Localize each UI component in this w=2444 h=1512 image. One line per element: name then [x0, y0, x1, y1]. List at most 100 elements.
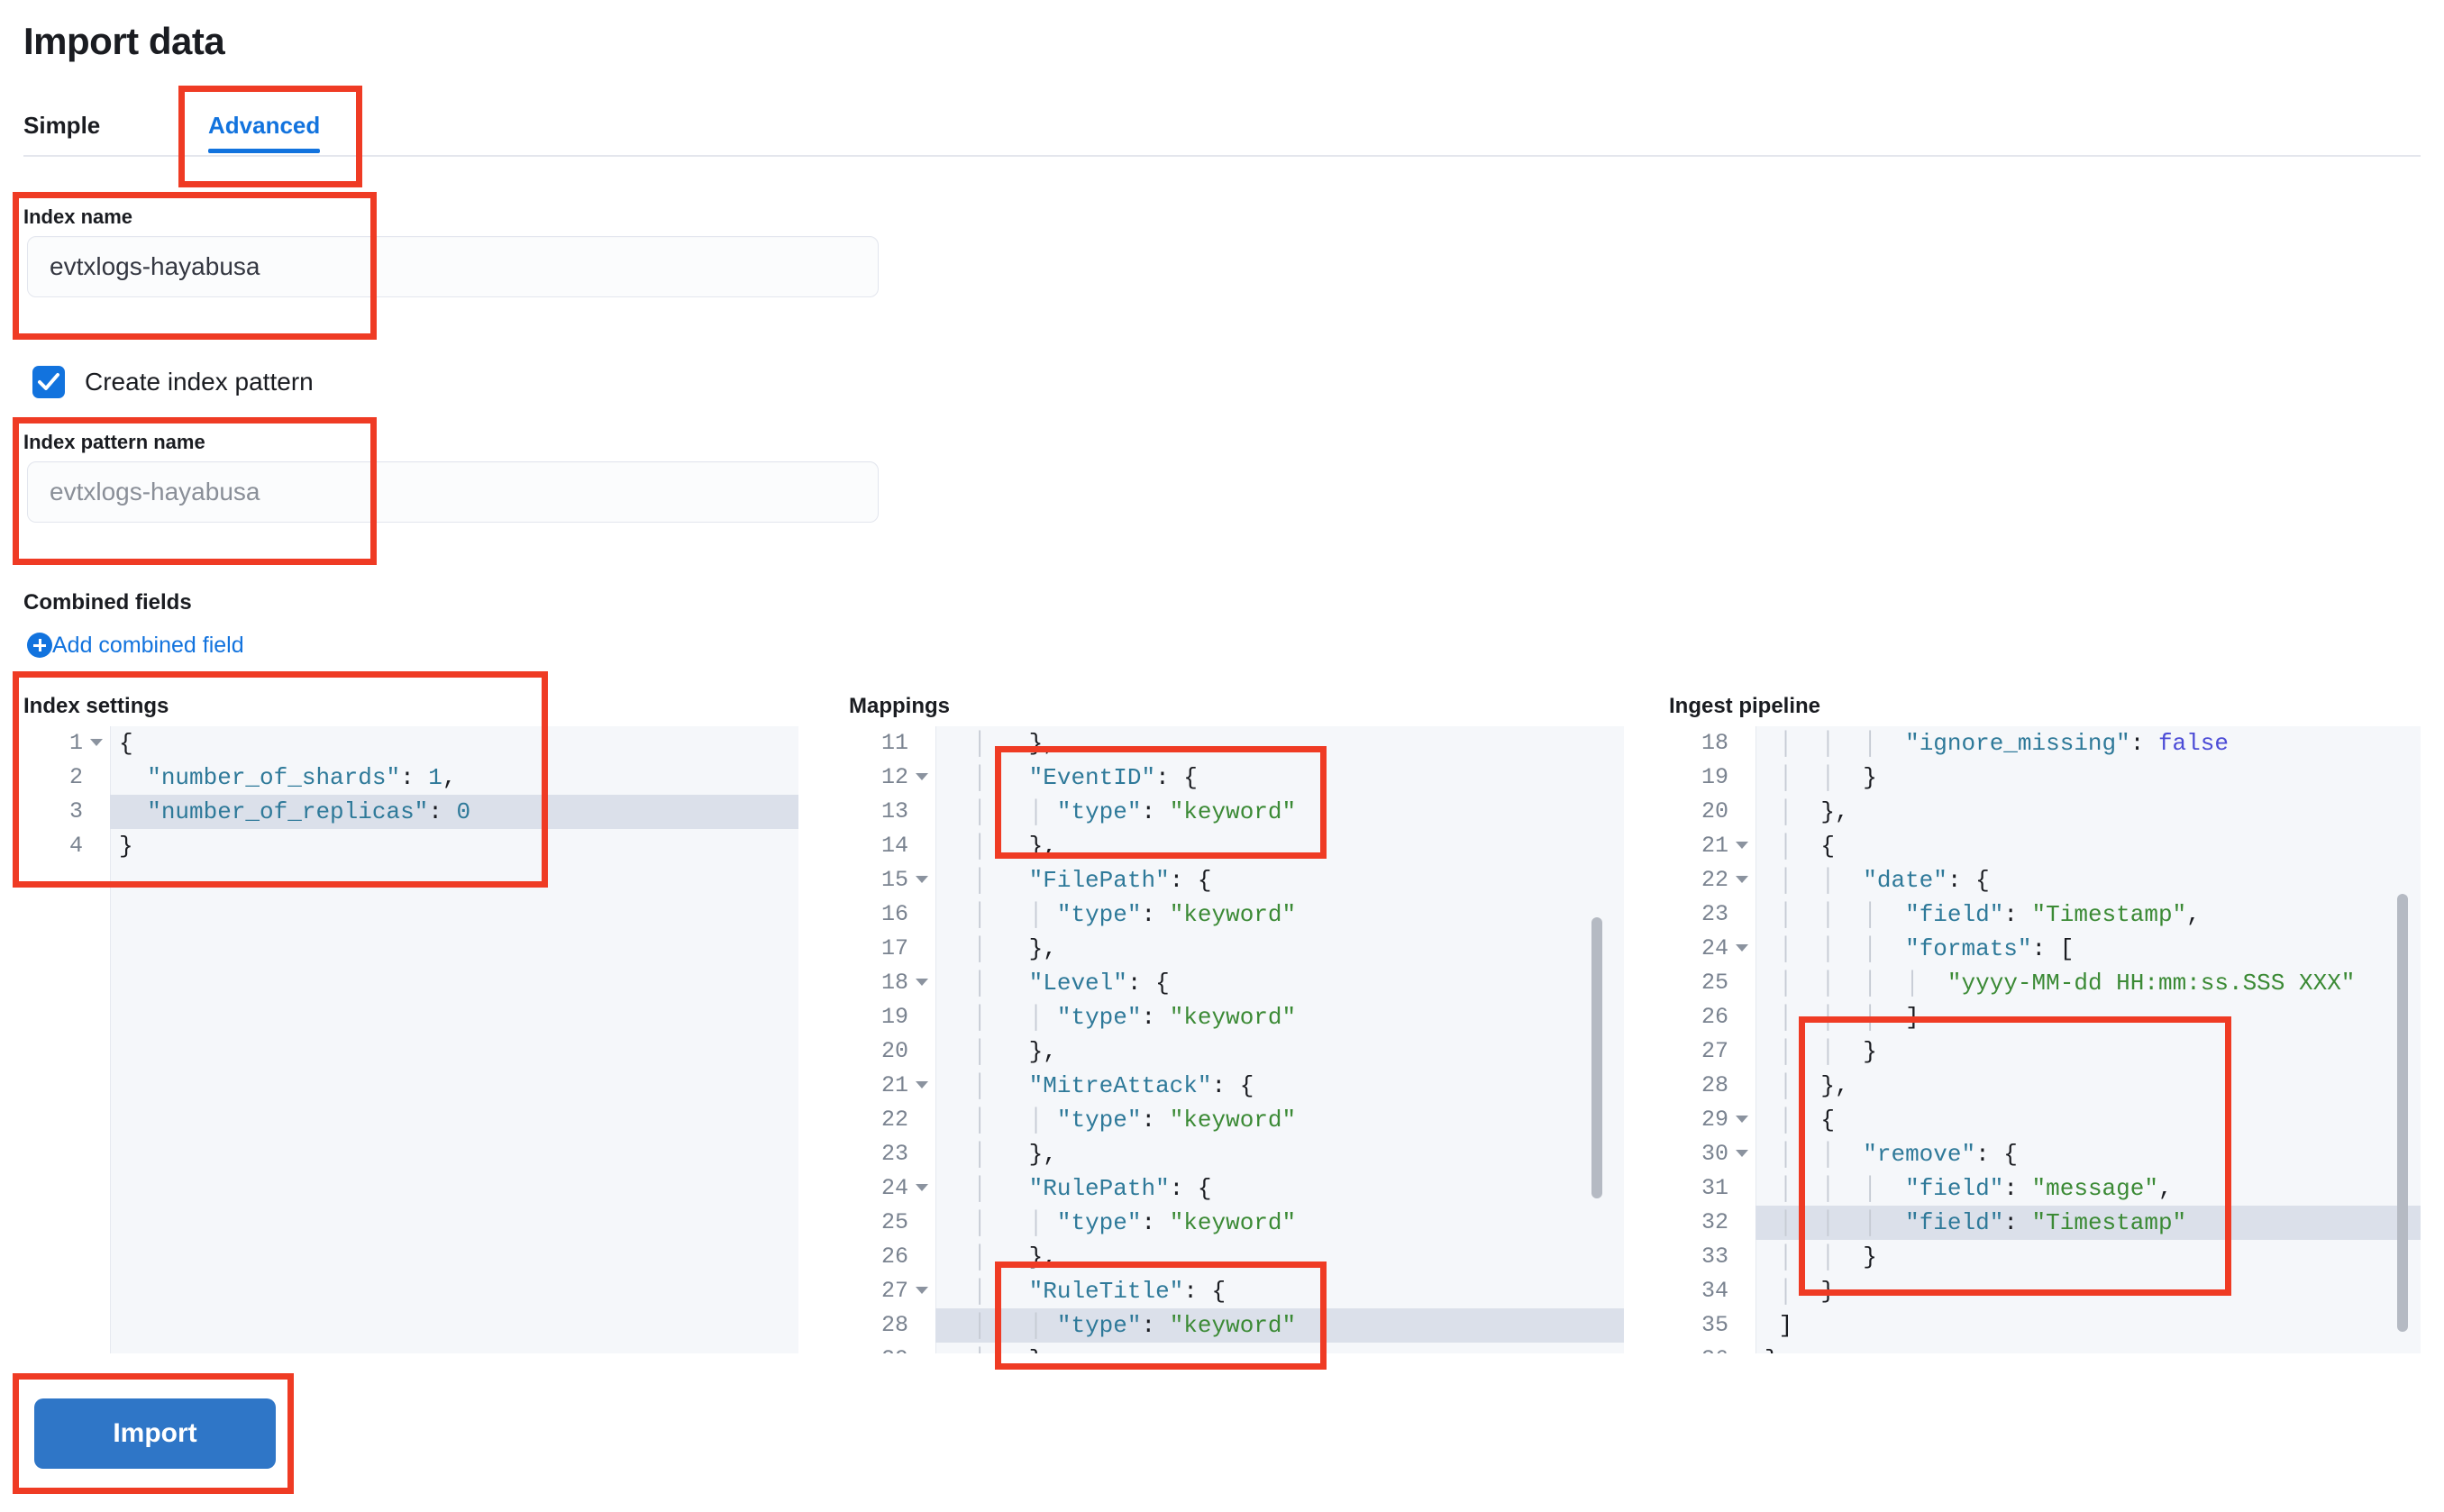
- line-number: 13: [880, 798, 908, 824]
- code-line: │ │ "type": "keyword": [972, 1107, 1297, 1134]
- chevron-down-icon[interactable]: [916, 1287, 928, 1294]
- create-index-pattern-checkbox[interactable]: [32, 366, 65, 398]
- index-settings-code[interactable]: { "number_of_shards": 1, "number_of_repl…: [110, 726, 798, 1353]
- line-number: 14: [880, 833, 908, 859]
- chevron-down-icon[interactable]: [916, 1184, 928, 1191]
- code-line: │ "Level": {: [972, 970, 1170, 997]
- line-number: 21: [1669, 829, 1755, 863]
- line-number: 20: [1701, 798, 1728, 824]
- line-number: 17: [880, 935, 908, 961]
- code-line: │ },: [972, 1038, 1057, 1065]
- code-line: }: [119, 833, 133, 860]
- code-line: │ │ }: [1778, 1038, 1877, 1065]
- chevron-down-icon[interactable]: [916, 773, 928, 780]
- line-number: 31: [1701, 1175, 1728, 1201]
- mappings-scrollbar[interactable]: [1591, 917, 1602, 1198]
- code-line: │ "FilePath": {: [972, 867, 1212, 894]
- line-number: 21: [849, 1069, 935, 1103]
- line-number: 15: [849, 863, 935, 897]
- line-number: 18: [849, 966, 935, 1000]
- code-line: │ },: [1778, 1072, 1849, 1099]
- line-number: 28: [1701, 1072, 1728, 1098]
- code-line: │ },: [972, 935, 1057, 962]
- code-line: │ │ "type": "keyword": [972, 1209, 1297, 1236]
- index-name-input[interactable]: evtxlogs-hayabusa: [27, 236, 879, 297]
- code-line: ]: [1778, 1312, 1793, 1339]
- line-number: 30: [1669, 1137, 1755, 1171]
- code-line: │ │ │ ]: [1778, 1004, 1920, 1031]
- line-number: 29: [849, 1343, 935, 1353]
- line-number: 23: [880, 1141, 908, 1167]
- chevron-down-icon[interactable]: [1736, 842, 1748, 849]
- line-number: 24: [849, 1171, 935, 1206]
- ingest-pipeline-scrollbar[interactable]: [2397, 894, 2408, 1332]
- chevron-down-icon[interactable]: [1736, 944, 1748, 952]
- add-combined-field-link[interactable]: Add combined field: [52, 633, 244, 658]
- code-line: "number_of_replicas": 0: [110, 795, 798, 829]
- create-index-pattern-label: Create index pattern: [85, 368, 314, 396]
- plus-circle-icon: [27, 633, 52, 658]
- code-line: │ },: [935, 1343, 1624, 1353]
- tab-advanced[interactable]: Advanced: [208, 99, 321, 153]
- mappings-editor[interactable]: 11121314151617181920212223242526272829 │…: [849, 726, 1624, 1353]
- line-number: 23: [1701, 901, 1728, 927]
- code-line: │ "EventID": {: [972, 764, 1198, 791]
- code-line: │ │ }: [1778, 1243, 1877, 1271]
- line-number: 3: [68, 798, 83, 824]
- code-line: │ │ }: [1778, 764, 1877, 791]
- index-pattern-name-input[interactable]: evtxlogs-hayabusa: [27, 461, 879, 523]
- line-number: 22: [880, 1107, 908, 1133]
- code-line: │ │ "type": "keyword": [935, 1308, 1624, 1343]
- chevron-down-icon[interactable]: [916, 876, 928, 883]
- chevron-down-icon[interactable]: [1736, 876, 1748, 883]
- chevron-down-icon[interactable]: [1736, 1150, 1748, 1157]
- line-number: 4: [68, 833, 83, 859]
- code-line: │ }: [1778, 1278, 1836, 1305]
- index-name-label: Index name: [23, 205, 133, 228]
- line-number: 26: [880, 1243, 908, 1270]
- code-line: │ },: [972, 730, 1057, 757]
- line-number: 16: [880, 901, 908, 927]
- code-line: │ "RulePath": {: [972, 1175, 1212, 1202]
- chevron-down-icon[interactable]: [1736, 1116, 1748, 1123]
- code-line: │ │ │ "ignore_missing": false: [1778, 730, 2229, 757]
- ingest-pipeline-gutter: 18192021222324252627282930313233343536: [1669, 726, 1756, 1353]
- line-number: 25: [1701, 970, 1728, 996]
- mappings-code[interactable]: │ }, │ "EventID": { │ │ "type": "keyword…: [935, 726, 1624, 1353]
- line-number: 18: [1701, 730, 1728, 756]
- chevron-down-icon[interactable]: [916, 979, 928, 986]
- ingest-pipeline-code[interactable]: │ │ │ "ignore_missing": false │ │ } │ },…: [1755, 726, 2421, 1353]
- ingest-pipeline-title: Ingest pipeline: [1669, 694, 1821, 718]
- code-line: │ },: [972, 1243, 1057, 1271]
- tab-simple[interactable]: Simple: [23, 112, 101, 139]
- code-line: │ │ "type": "keyword": [972, 798, 1297, 825]
- page-title: Import data: [23, 20, 225, 62]
- tab-divider: [23, 155, 2421, 157]
- chevron-down-icon[interactable]: [916, 1081, 928, 1088]
- chevron-down-icon[interactable]: [90, 739, 103, 746]
- line-number: 35: [1701, 1312, 1728, 1338]
- line-number: 22: [1669, 863, 1755, 897]
- code-line: │ "RuleTitle": {: [972, 1278, 1227, 1305]
- code-line: │ },: [1778, 798, 1849, 825]
- code-line: │ │ "type": "keyword": [972, 901, 1297, 928]
- tab-bar: Simple Advanced: [23, 99, 2421, 155]
- line-number: 27: [849, 1274, 935, 1308]
- index-settings-title: Index settings: [23, 694, 169, 718]
- ingest-pipeline-editor[interactable]: 18192021222324252627282930313233343536 │…: [1669, 726, 2421, 1353]
- code-line: │ │ "type": "keyword": [972, 1004, 1297, 1031]
- line-number: 12: [849, 761, 935, 795]
- code-line: │ │ │ "field": "Timestamp",: [1778, 901, 2201, 928]
- code-line: │ │ │ │ "yyyy-MM-dd HH:mm:ss.SSS XXX": [1778, 970, 2356, 997]
- code-line: │ │ │ "formats": [: [1778, 935, 2075, 962]
- mappings-gutter: 11121314151617181920212223242526272829: [849, 726, 936, 1353]
- code-line: │ "MitreAttack": {: [972, 1072, 1254, 1099]
- code-line: }: [1755, 1343, 2421, 1353]
- line-number: 28: [880, 1312, 908, 1338]
- line-number: 2: [68, 764, 83, 790]
- import-button[interactable]: Import: [34, 1398, 276, 1469]
- line-number: 34: [1701, 1278, 1728, 1304]
- index-pattern-name-label: Index pattern name: [23, 431, 205, 453]
- line-number: 32: [1701, 1209, 1728, 1235]
